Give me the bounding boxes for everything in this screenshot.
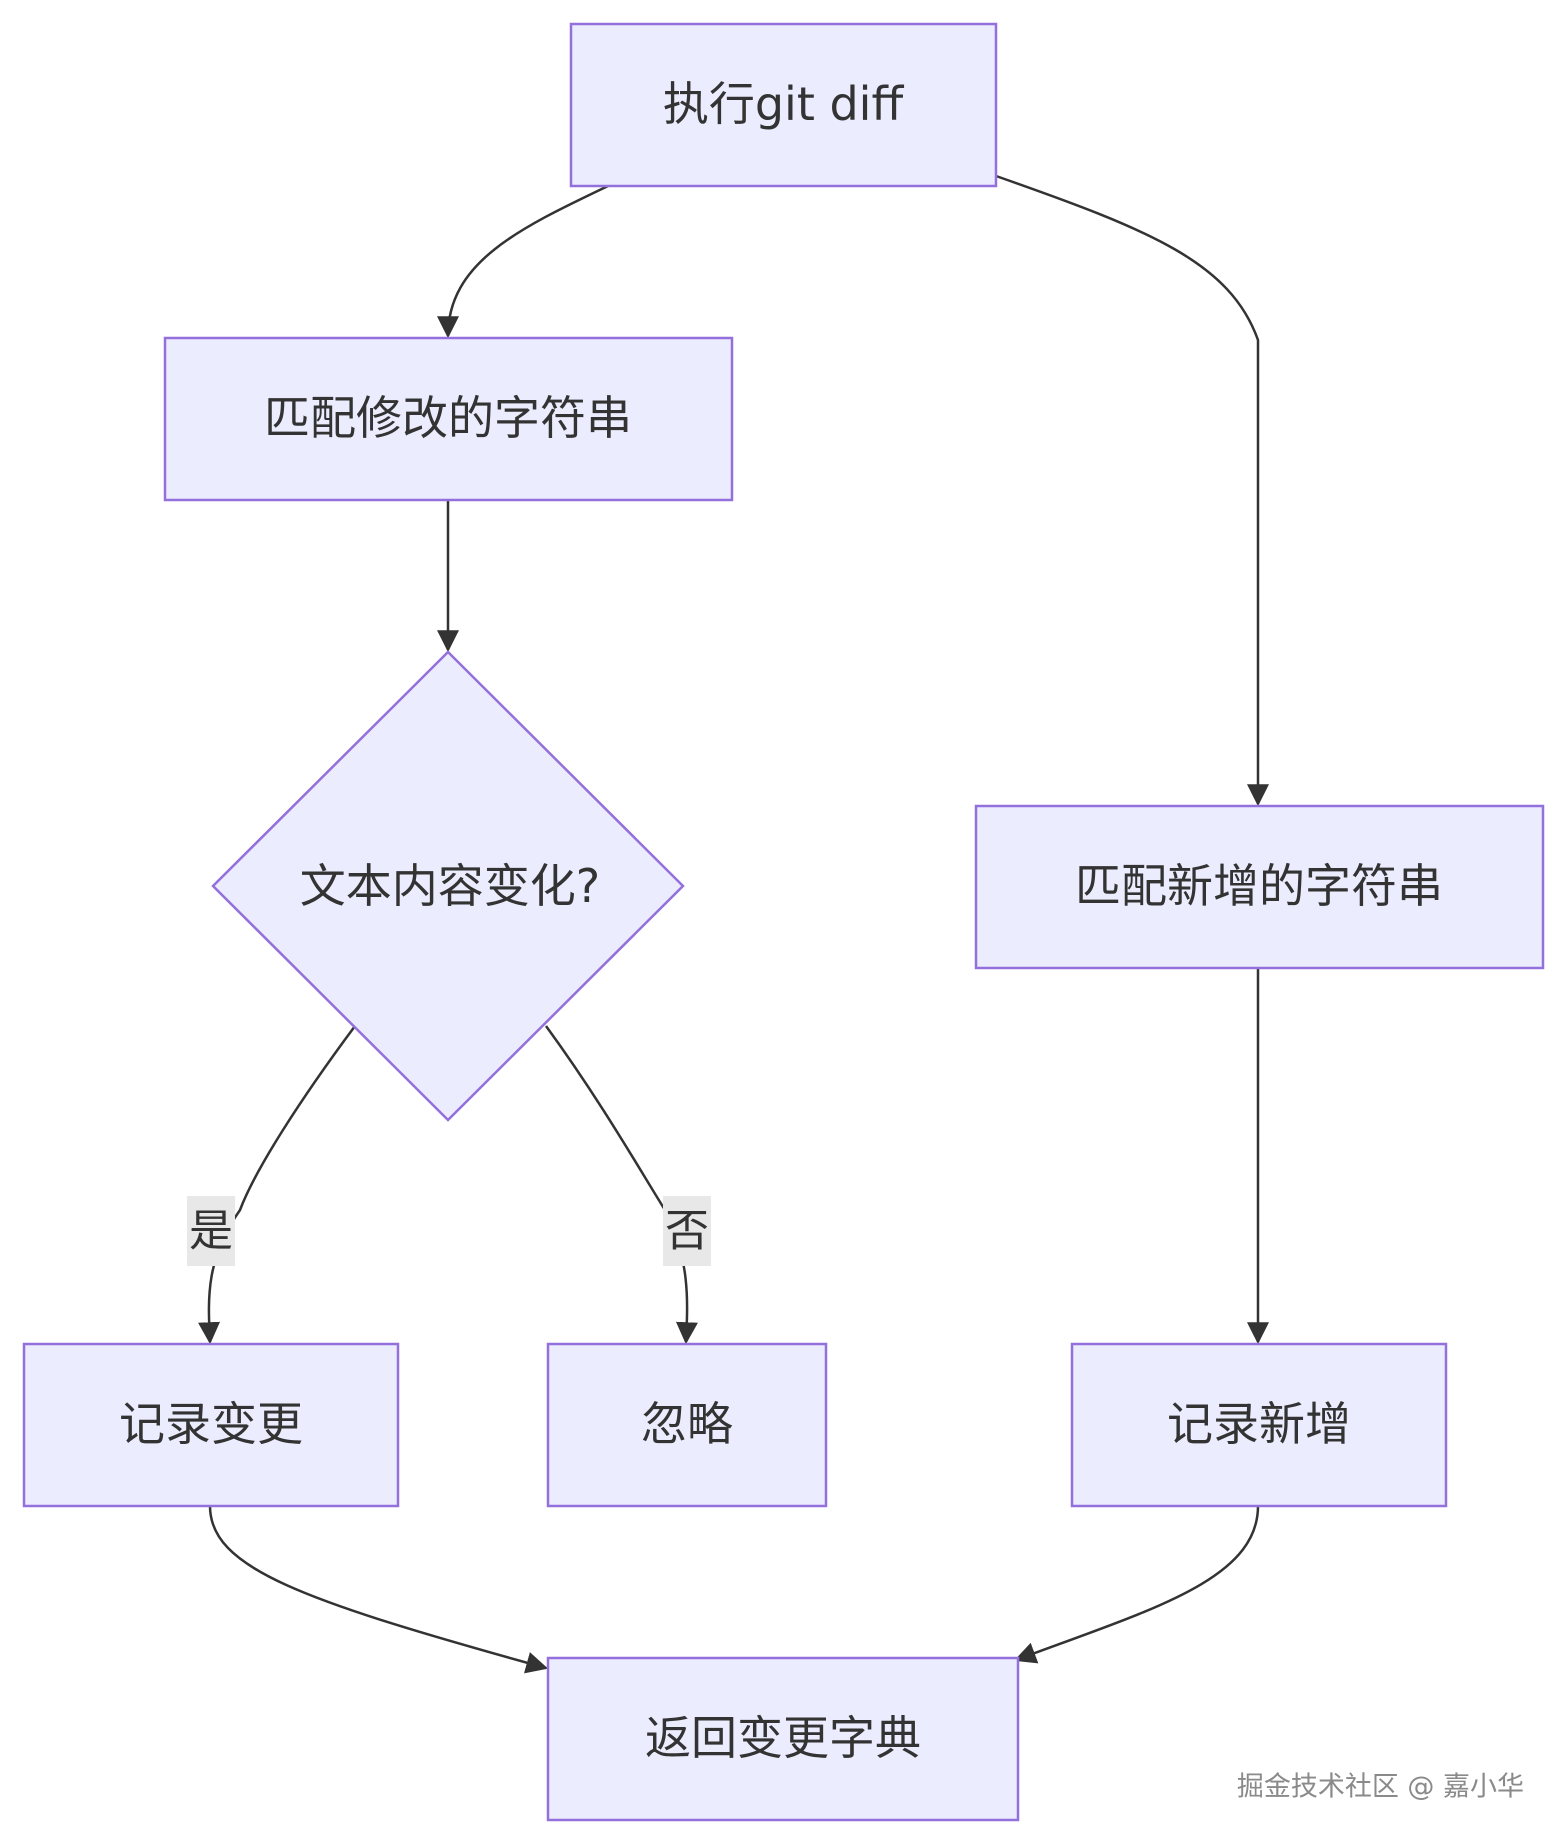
watermark: 掘金技术社区 @ 嘉小华: [1237, 1772, 1524, 1803]
node-decision: 文本内容变化?: [211, 650, 685, 1122]
edge-record-added-to-return-dict: [1013, 1505, 1260, 1664]
edge-label-yes-text: 是: [189, 1206, 233, 1257]
node-record-change-label: 记录变更: [119, 1397, 303, 1451]
edge-record-change-to-return-dict: [208, 1505, 549, 1674]
edge-label-no: 否: [663, 1196, 711, 1266]
node-record-added-label: 记录新增: [1167, 1397, 1351, 1451]
node-start-label: 执行git diff: [663, 77, 905, 131]
node-match-added: 匹配新增的字符串: [974, 804, 1545, 970]
node-match-modified-label: 匹配修改的字符串: [264, 391, 632, 445]
node-ignore: 忽略: [546, 1342, 828, 1508]
node-record-change: 记录变更: [22, 1342, 400, 1508]
node-match-modified: 匹配修改的字符串: [163, 336, 734, 502]
edges: [198, 174, 1269, 1674]
node-match-added-label: 匹配新增的字符串: [1075, 859, 1443, 913]
edge-start-to-match-modified: [437, 184, 609, 339]
node-return-dict-label: 返回变更字典: [645, 1711, 921, 1765]
edge-decision-to-ignore: [544, 1025, 698, 1345]
node-start: 执行git diff: [569, 22, 998, 188]
node-ignore-label: 忽略: [641, 1397, 733, 1451]
node-return-dict: 返回变更字典: [546, 1656, 1020, 1822]
node-record-added: 记录新增: [1070, 1342, 1448, 1508]
node-decision-label: 文本内容变化?: [300, 859, 600, 913]
edge-label-no-text: 否: [665, 1206, 709, 1257]
edge-label-yes: 是: [187, 1196, 235, 1266]
edge-decision-to-record-change: [198, 1025, 357, 1345]
edge-start-to-match-added: [995, 174, 1269, 807]
